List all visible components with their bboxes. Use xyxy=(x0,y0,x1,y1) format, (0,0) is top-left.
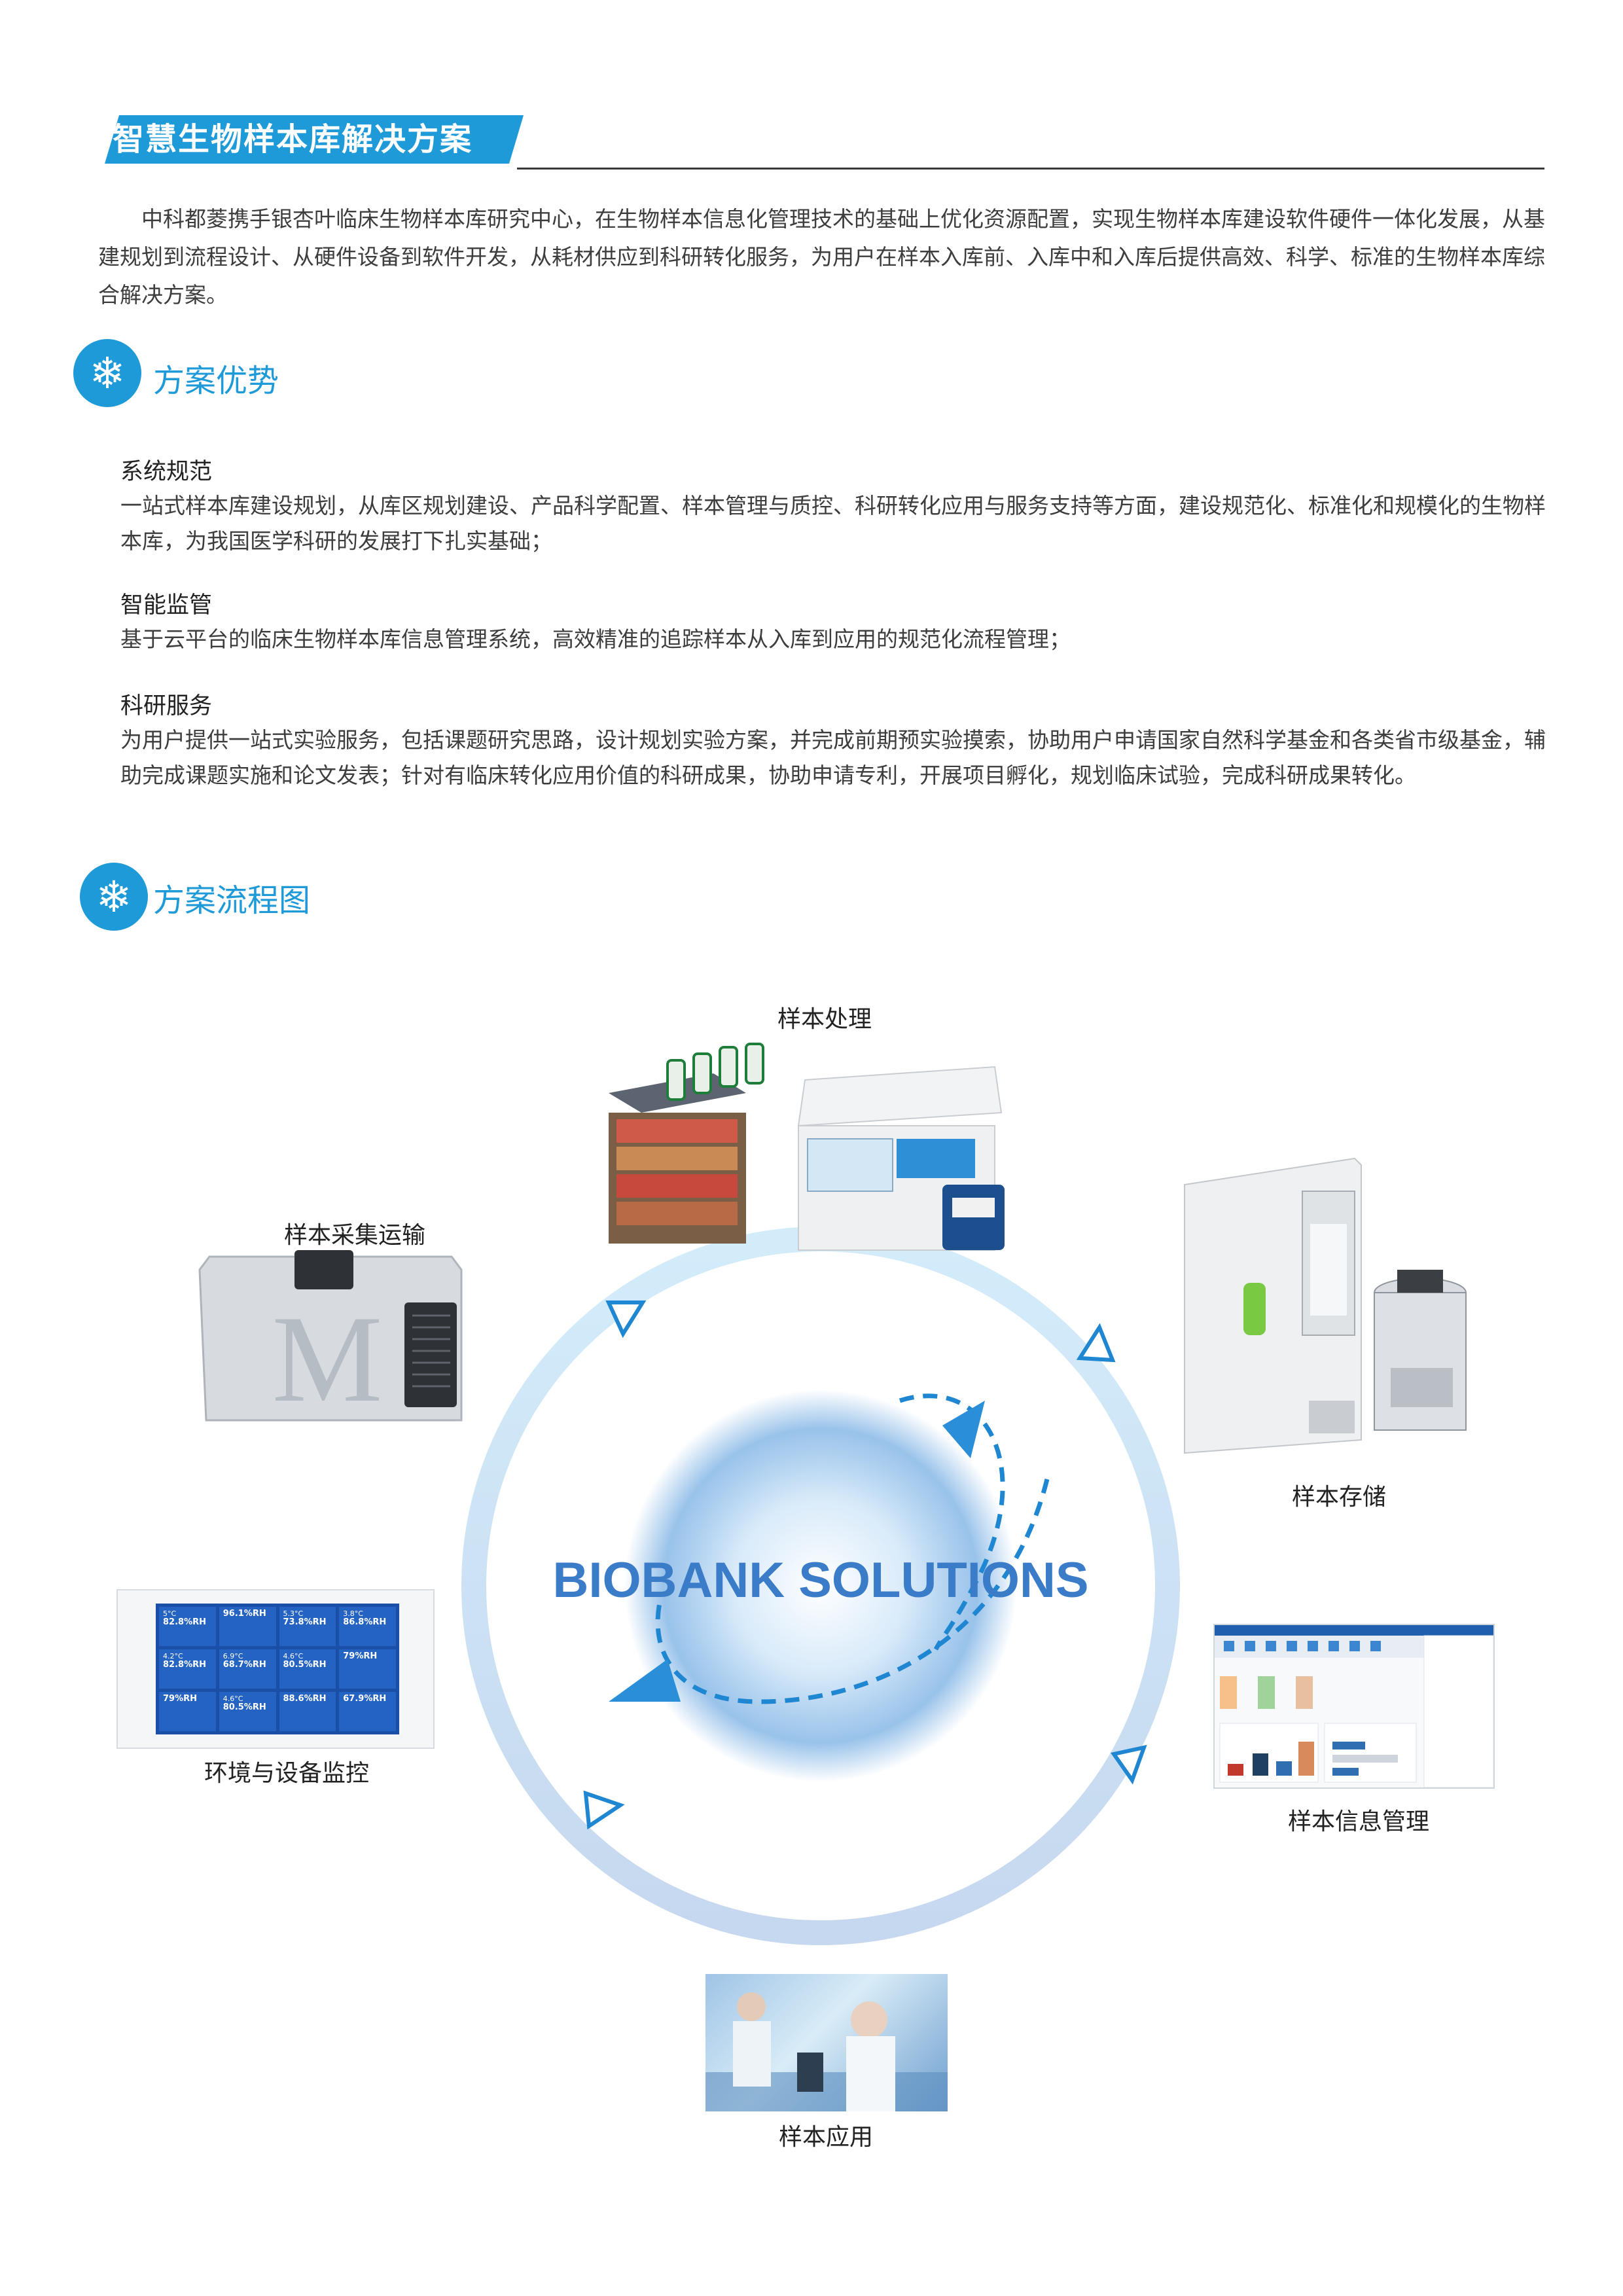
monitor-humidity: 68.7%RH xyxy=(223,1660,266,1670)
advantage-heading: 智能监管 xyxy=(120,592,213,619)
snowflake-icon: ❄ xyxy=(73,339,141,407)
sample-tubes xyxy=(666,1043,764,1101)
monitor-cell: 79%RH xyxy=(339,1649,396,1689)
node-label-storage: 样本存储 xyxy=(1291,1484,1386,1511)
node-label-processing: 样本处理 xyxy=(777,1006,872,1033)
intro-paragraph: 中科都菱携手银杏叶临床生物样本库研究中心，在生物样本信息化管理技术的基础上优化资… xyxy=(98,206,1545,308)
advantage-heading: 科研服务 xyxy=(120,693,213,719)
label-printer xyxy=(942,1185,1005,1250)
node-label-info-management: 样本信息管理 xyxy=(1287,1808,1429,1835)
title-banner xyxy=(105,115,524,164)
arrow-head-lower xyxy=(609,1659,681,1702)
ultra-low-freezer xyxy=(1184,1157,1362,1454)
monitor-humidity: 96.1%RH xyxy=(223,1609,266,1619)
page-title: 智慧生物样本库解决方案 xyxy=(113,121,473,158)
monitor-humidity: 79%RH xyxy=(163,1694,198,1704)
monitor-humidity: 67.9%RH xyxy=(343,1694,387,1704)
center-label: BIOBANK SOLUTIONS xyxy=(552,1552,1088,1608)
center-glow xyxy=(624,1390,1017,1782)
advantage-heading: 系统规范 xyxy=(120,459,213,485)
advantage-text: 一站式样本库建设规划，从库区规划建设、产品科学配置、样本管理与质控、科研转化应用… xyxy=(120,493,1546,554)
liquid-nitrogen-tank xyxy=(1374,1270,1467,1431)
monitor-temperature: 4.6°C xyxy=(283,1652,304,1660)
monitor-humidity: 80.5%RH xyxy=(283,1660,327,1670)
monitor-humidity: 88.6%RH xyxy=(283,1694,327,1704)
monitor-temperature: 5.3°C xyxy=(283,1609,304,1618)
monitor-humidity: 79%RH xyxy=(343,1651,378,1661)
section-title-flow: 方案流程图 xyxy=(153,882,311,919)
monitor-humidity: 82.8%RH xyxy=(163,1617,206,1627)
monitor-temperature: 3.8°C xyxy=(343,1609,363,1618)
advantage-text: 为用户提供一站式实验服务，包括课题研究思路，设计规划实验方案，并完成前期预实验摸… xyxy=(120,727,1546,788)
advantage-text: 基于云平台的临床生物样本库信息管理系统，高效精准的追踪样本从入库到应用的规范化流… xyxy=(120,626,1071,652)
monitor-humidity: 80.5%RH xyxy=(223,1702,266,1712)
monitor-temperature: 4.2°C xyxy=(163,1652,183,1660)
monitor-cell: 67.9%RH xyxy=(339,1692,396,1731)
monitor-temperature: 4.6°C xyxy=(223,1695,243,1703)
dashed-arrow-upper xyxy=(899,1393,1005,1651)
tube-rack xyxy=(609,1073,746,1244)
flow-cycle-diagram: BIOBANK SOLUTIONS xyxy=(461,1227,1180,1945)
monitor-humidity: 73.8%RH xyxy=(283,1617,327,1627)
node-label-collection: 样本采集运输 xyxy=(283,1222,425,1249)
cycle-arrow-marker xyxy=(583,1300,1147,1830)
monitor-cell: 88.6%RH xyxy=(279,1692,336,1731)
monitor-humidity: 82.8%RH xyxy=(163,1660,206,1670)
monitor-temperature: 6.9°C xyxy=(223,1652,243,1660)
sample-application-photo xyxy=(705,1974,948,2111)
monitor-cell: 79%RH xyxy=(159,1692,216,1731)
processing-equipment-image xyxy=(609,1043,1005,1251)
sample-info-management-dashboard xyxy=(1213,1624,1495,1789)
title-divider xyxy=(517,168,1544,170)
arrow-head-upper xyxy=(942,1401,985,1458)
node-label-monitoring: 环境与设备监控 xyxy=(204,1760,369,1787)
collection-transport-box-image: M xyxy=(198,1250,463,1428)
node-label-application: 样本应用 xyxy=(778,2124,873,2151)
section-title-advantages: 方案优势 xyxy=(153,363,279,399)
monitor-temperature: 5°C xyxy=(163,1609,177,1618)
dashed-arrow-lower xyxy=(655,1479,1050,1704)
svg-text:M: M xyxy=(272,1291,383,1428)
storage-freezer-image xyxy=(1184,1157,1467,1454)
snowflake-icon: ❄ xyxy=(80,863,148,931)
monitor-humidity: 86.8%RH xyxy=(343,1617,387,1627)
monitor-cell: 96.1%RH xyxy=(219,1607,276,1646)
